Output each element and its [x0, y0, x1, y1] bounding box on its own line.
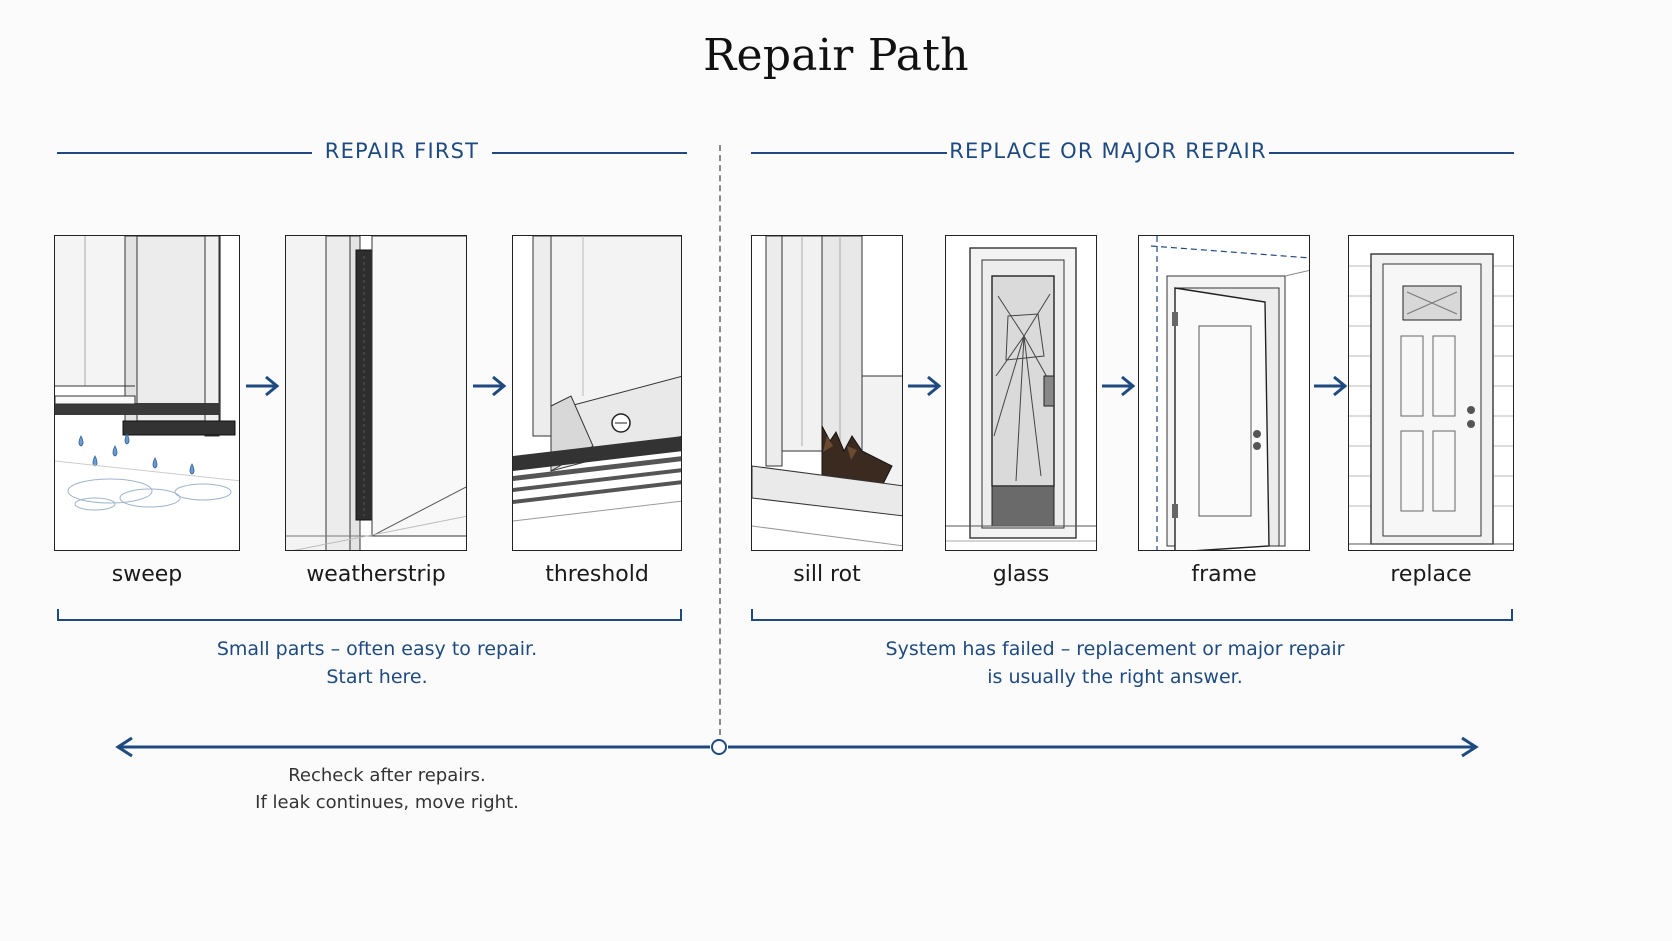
arrow-right-icon: [1312, 374, 1348, 398]
step-label-sill-rot: sill rot: [793, 562, 861, 587]
page-title: Repair Path: [703, 30, 969, 81]
section-label-replace: REPLACE OR MAJOR REPAIR: [949, 139, 1267, 163]
left-header-rule-left: [57, 152, 312, 154]
step-label-replace: replace: [1390, 562, 1472, 587]
out-of-square-frame-illustration: [1139, 236, 1309, 550]
left-group-bracket: [57, 609, 682, 621]
arrow-right-icon: [1100, 374, 1136, 398]
left-note-line: Start here.: [326, 666, 428, 688]
right-header-rule-left: [751, 152, 947, 154]
step-label-glass: glass: [992, 562, 1050, 587]
arrow-right-icon: [244, 374, 280, 398]
section-label-repair-first: REPAIR FIRST: [324, 139, 480, 163]
threshold-illustration: [513, 236, 681, 550]
timeline-note: Recheck after repairs. If leak continues…: [187, 762, 587, 816]
timeline-arrow: [110, 733, 1490, 765]
weatherstrip-illustration: [286, 236, 466, 550]
step-replace-panel: [1348, 235, 1514, 551]
step-label-threshold: threshold: [545, 562, 649, 587]
step-sill-rot-panel: [751, 235, 903, 551]
section-divider: [719, 145, 721, 735]
left-note-line: Small parts – often easy to repair.: [216, 638, 538, 660]
right-group-bracket: [751, 609, 1513, 621]
arrow-right-icon: [471, 374, 507, 398]
left-section-note: Small parts – often easy to repair. Star…: [57, 635, 697, 691]
cracked-glass-door-illustration: [946, 236, 1096, 550]
step-weatherstrip-panel: [285, 235, 467, 551]
right-note-line: System has failed – replacement or major…: [885, 638, 1345, 660]
step-frame-panel: [1138, 235, 1310, 551]
step-label-weatherstrip: weatherstrip: [306, 562, 446, 587]
rotted-sill-illustration: [752, 236, 902, 550]
step-label-frame: frame: [1191, 562, 1257, 587]
step-glass-panel: [945, 235, 1097, 551]
timeline-note-line: Recheck after repairs.: [288, 765, 486, 786]
arrow-right-icon: [906, 374, 942, 398]
step-sweep-panel: [54, 235, 240, 551]
right-section-note: System has failed – replacement or major…: [751, 635, 1479, 691]
left-header-rule-right: [492, 152, 687, 154]
step-label-sweep: sweep: [111, 562, 183, 587]
step-threshold-panel: [512, 235, 682, 551]
new-door-illustration: [1349, 236, 1513, 550]
door-sweep-leak-illustration: [55, 236, 239, 550]
right-note-line: is usually the right answer.: [987, 666, 1243, 688]
right-header-rule-right: [1269, 152, 1514, 154]
timeline-note-line: If leak continues, move right.: [255, 792, 519, 813]
